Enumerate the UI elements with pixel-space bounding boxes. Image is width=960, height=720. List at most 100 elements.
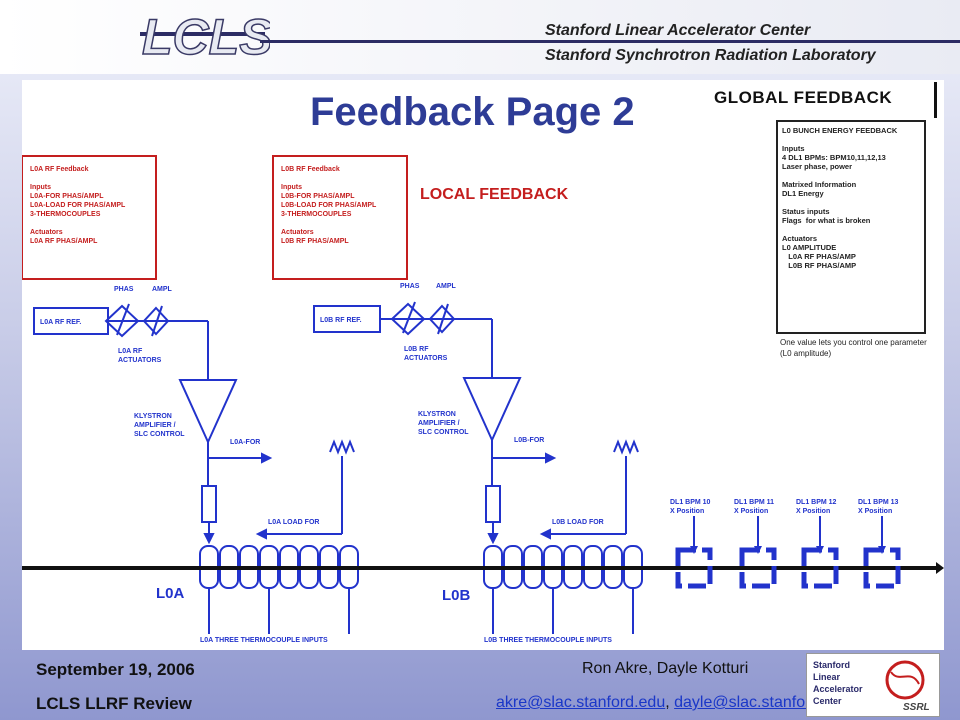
global-panel-line: L0B RF PHAS/AMP: [782, 261, 857, 270]
l0a-actuators-label: L0A RF: [118, 348, 143, 355]
bpm-icon: [863, 547, 901, 589]
l0b-feedback-box: L0B RF Feedback Inputs L0B-FOR PHAS/AMPL…: [272, 155, 408, 280]
global-panel-line: Flags for what is broken: [782, 216, 871, 225]
ssrl-ring-icon: [885, 660, 925, 700]
footer-authors: Ron Akre, Dayle Kotturi: [582, 660, 749, 677]
l0a-klystron-icon: [178, 379, 238, 445]
l0a-thermo-load-icon: [329, 439, 355, 455]
l0a-phase-shifter-icon: [104, 304, 140, 338]
bpm-icon: [739, 547, 777, 589]
l0b-box-line: L0B RF PHAS/AMPL: [281, 238, 349, 245]
global-feedback-bar: [934, 82, 937, 118]
footer-review-name: LCLS LLRF Review: [36, 694, 192, 713]
bpm-name: DL1 BPM 12: [796, 499, 837, 506]
l0b-phase-shifter-icon: [390, 302, 426, 336]
l0b-box-line: L0B-FOR PHAS/AMPL: [281, 193, 355, 200]
global-panel-line: Laser phase, power: [782, 162, 853, 171]
l0a-klystron-label: AMPLIFIER /: [134, 422, 176, 429]
l0b-box-line: L0B RF Feedback: [281, 166, 340, 173]
l0b-cavities: [483, 545, 643, 634]
global-feedback-panel: L0 BUNCH ENERGY FEEDBACK Inputs 4 DL1 BP…: [776, 120, 926, 334]
logo-text: Center: [813, 696, 842, 706]
l0a-box-line: L0A-LOAD FOR PHAS/AMPL: [30, 202, 126, 209]
l0b-for-label: L0B-FOR: [514, 437, 544, 444]
header-banner: LCLS Stanford Linear Accelerator Center …: [0, 0, 960, 74]
bpm-11: DL1 BPM 11 X Position: [734, 499, 777, 589]
l0a-ampl-label: AMPL: [152, 286, 173, 293]
l0a-box-line: Inputs: [30, 184, 51, 191]
page-title: Feedback Page 2: [310, 90, 635, 134]
l0a-rf-chain: [33, 303, 355, 545]
l0a-thermo-label: L0A THREE THERMOCOUPLE INPUTS: [200, 637, 328, 644]
logo-text: SSRL: [903, 702, 930, 713]
l0b-ref-label: L0B RF REF.: [320, 317, 362, 324]
l0a-box-line: 3-THERMOCOUPLES: [30, 211, 101, 218]
l0b-thermo-load-icon: [613, 439, 639, 455]
global-panel-line: 4 DL1 BPMs: BPM10,11,12,13: [782, 153, 886, 162]
bpm-group: DL1 BPM 10 X Position DL1 BPM 11 X Posit…: [670, 499, 901, 589]
l0b-box-line: Actuators: [281, 229, 314, 236]
global-panel-line: Status inputs: [782, 207, 830, 216]
header-rule: [260, 40, 960, 43]
footer-emails: akre@slac.stanford.edu, dayle@slac.stanf…: [496, 694, 850, 712]
global-panel-line: [782, 171, 920, 180]
l0a-box-line: L0A RF PHAS/AMPL: [30, 238, 98, 245]
global-panel-line: L0 AMPLITUDE: [782, 243, 837, 252]
l0a-attenuator-icon: [142, 306, 170, 336]
bpm-name: DL1 BPM 11: [734, 499, 774, 506]
email-separator: ,: [665, 694, 675, 711]
email-link-akre[interactable]: akre@slac.stanford.edu: [496, 694, 666, 711]
global-panel-line: [782, 135, 920, 144]
bpm-12: DL1 BPM 12 X Position: [796, 499, 839, 589]
local-feedback-label: LOCAL FEEDBACK: [420, 186, 569, 203]
l0a-box-line: L0A RF Feedback: [30, 166, 89, 173]
l0b-klystron-icon: [462, 377, 522, 443]
l0a-section-label: L0A: [156, 585, 185, 602]
bpm-sub: X Position: [796, 508, 830, 515]
l0a-phas-label: PHAS: [114, 286, 134, 293]
l0b-box-line: 3-THERMOCOUPLES: [281, 211, 352, 218]
l0b-klystron-label: SLC CONTROL: [418, 429, 469, 436]
l0a-klystron-label: SLC CONTROL: [134, 431, 185, 438]
l0a-labels: L0A RF REF. PHAS AMPL L0A RF ACTUATORS K…: [40, 286, 328, 644]
global-panel-line: L0A RF PHAS/AMP: [782, 252, 856, 261]
rf-feedback-diagram: L0A RF Feedback Inputs L0A-FOR PHAS/AMPL…: [22, 155, 944, 644]
footer-date: September 19, 2006: [36, 660, 195, 679]
l0b-attenuator-icon: [428, 304, 456, 334]
global-panel-line: DL1 Energy: [782, 189, 824, 198]
l0b-phas-label: PHAS: [400, 283, 420, 290]
l0b-load-label: L0B LOAD FOR: [552, 519, 604, 526]
lcls-logo: LCLS: [140, 8, 270, 66]
l0a-coupler: [201, 485, 217, 523]
l0b-box-line: Inputs: [281, 184, 302, 191]
l0b-klystron-label: AMPLIFIER /: [418, 420, 460, 427]
l0b-rf-chain: [313, 301, 639, 545]
l0a-cavities: [199, 545, 359, 634]
global-panel-line: [782, 198, 920, 207]
l0b-coupler: [485, 485, 501, 523]
global-panel-line: Actuators: [782, 234, 818, 243]
org-name-ssrl: Stanford Synchrotron Radiation Laborator…: [545, 47, 876, 64]
global-feedback-label: GLOBAL FEEDBACK: [714, 88, 893, 107]
bpm-sub: X Position: [734, 508, 768, 515]
beamline: [22, 562, 944, 574]
svg-text:LCLS: LCLS: [142, 9, 270, 65]
bpm-10: DL1 BPM 10 X Position: [670, 499, 713, 589]
l0a-box-line: Actuators: [30, 229, 63, 236]
global-panel-line: [782, 225, 920, 234]
l0a-klystron-label: KLYSTRON: [134, 413, 172, 420]
l0b-thermo-label: L0B THREE THERMOCOUPLE INPUTS: [484, 637, 612, 644]
bpm-icon: [801, 547, 839, 589]
global-panel-note: One value lets you control one parameter…: [780, 338, 927, 358]
l0a-ref-label: L0A RF REF.: [40, 319, 81, 326]
logo-text: Linear: [813, 672, 841, 682]
l0b-labels: L0B RF REF. PHAS AMPL L0B RF ACTUATORS K…: [320, 283, 612, 644]
slac-ssrl-logo: Stanford Linear Accelerator Center SSRL: [806, 653, 940, 717]
bpm-sub: X Position: [670, 508, 704, 515]
logo-text: Accelerator: [813, 684, 863, 694]
logo-text: Stanford: [813, 660, 850, 670]
bpm-sub: X Position: [858, 508, 892, 515]
bpm-13: DL1 BPM 13 X Position: [858, 499, 901, 589]
l0a-feedback-box: L0A RF Feedback Inputs L0A-FOR PHAS/AMPL…: [22, 155, 157, 280]
l0a-actuators-label: ACTUATORS: [118, 357, 162, 364]
